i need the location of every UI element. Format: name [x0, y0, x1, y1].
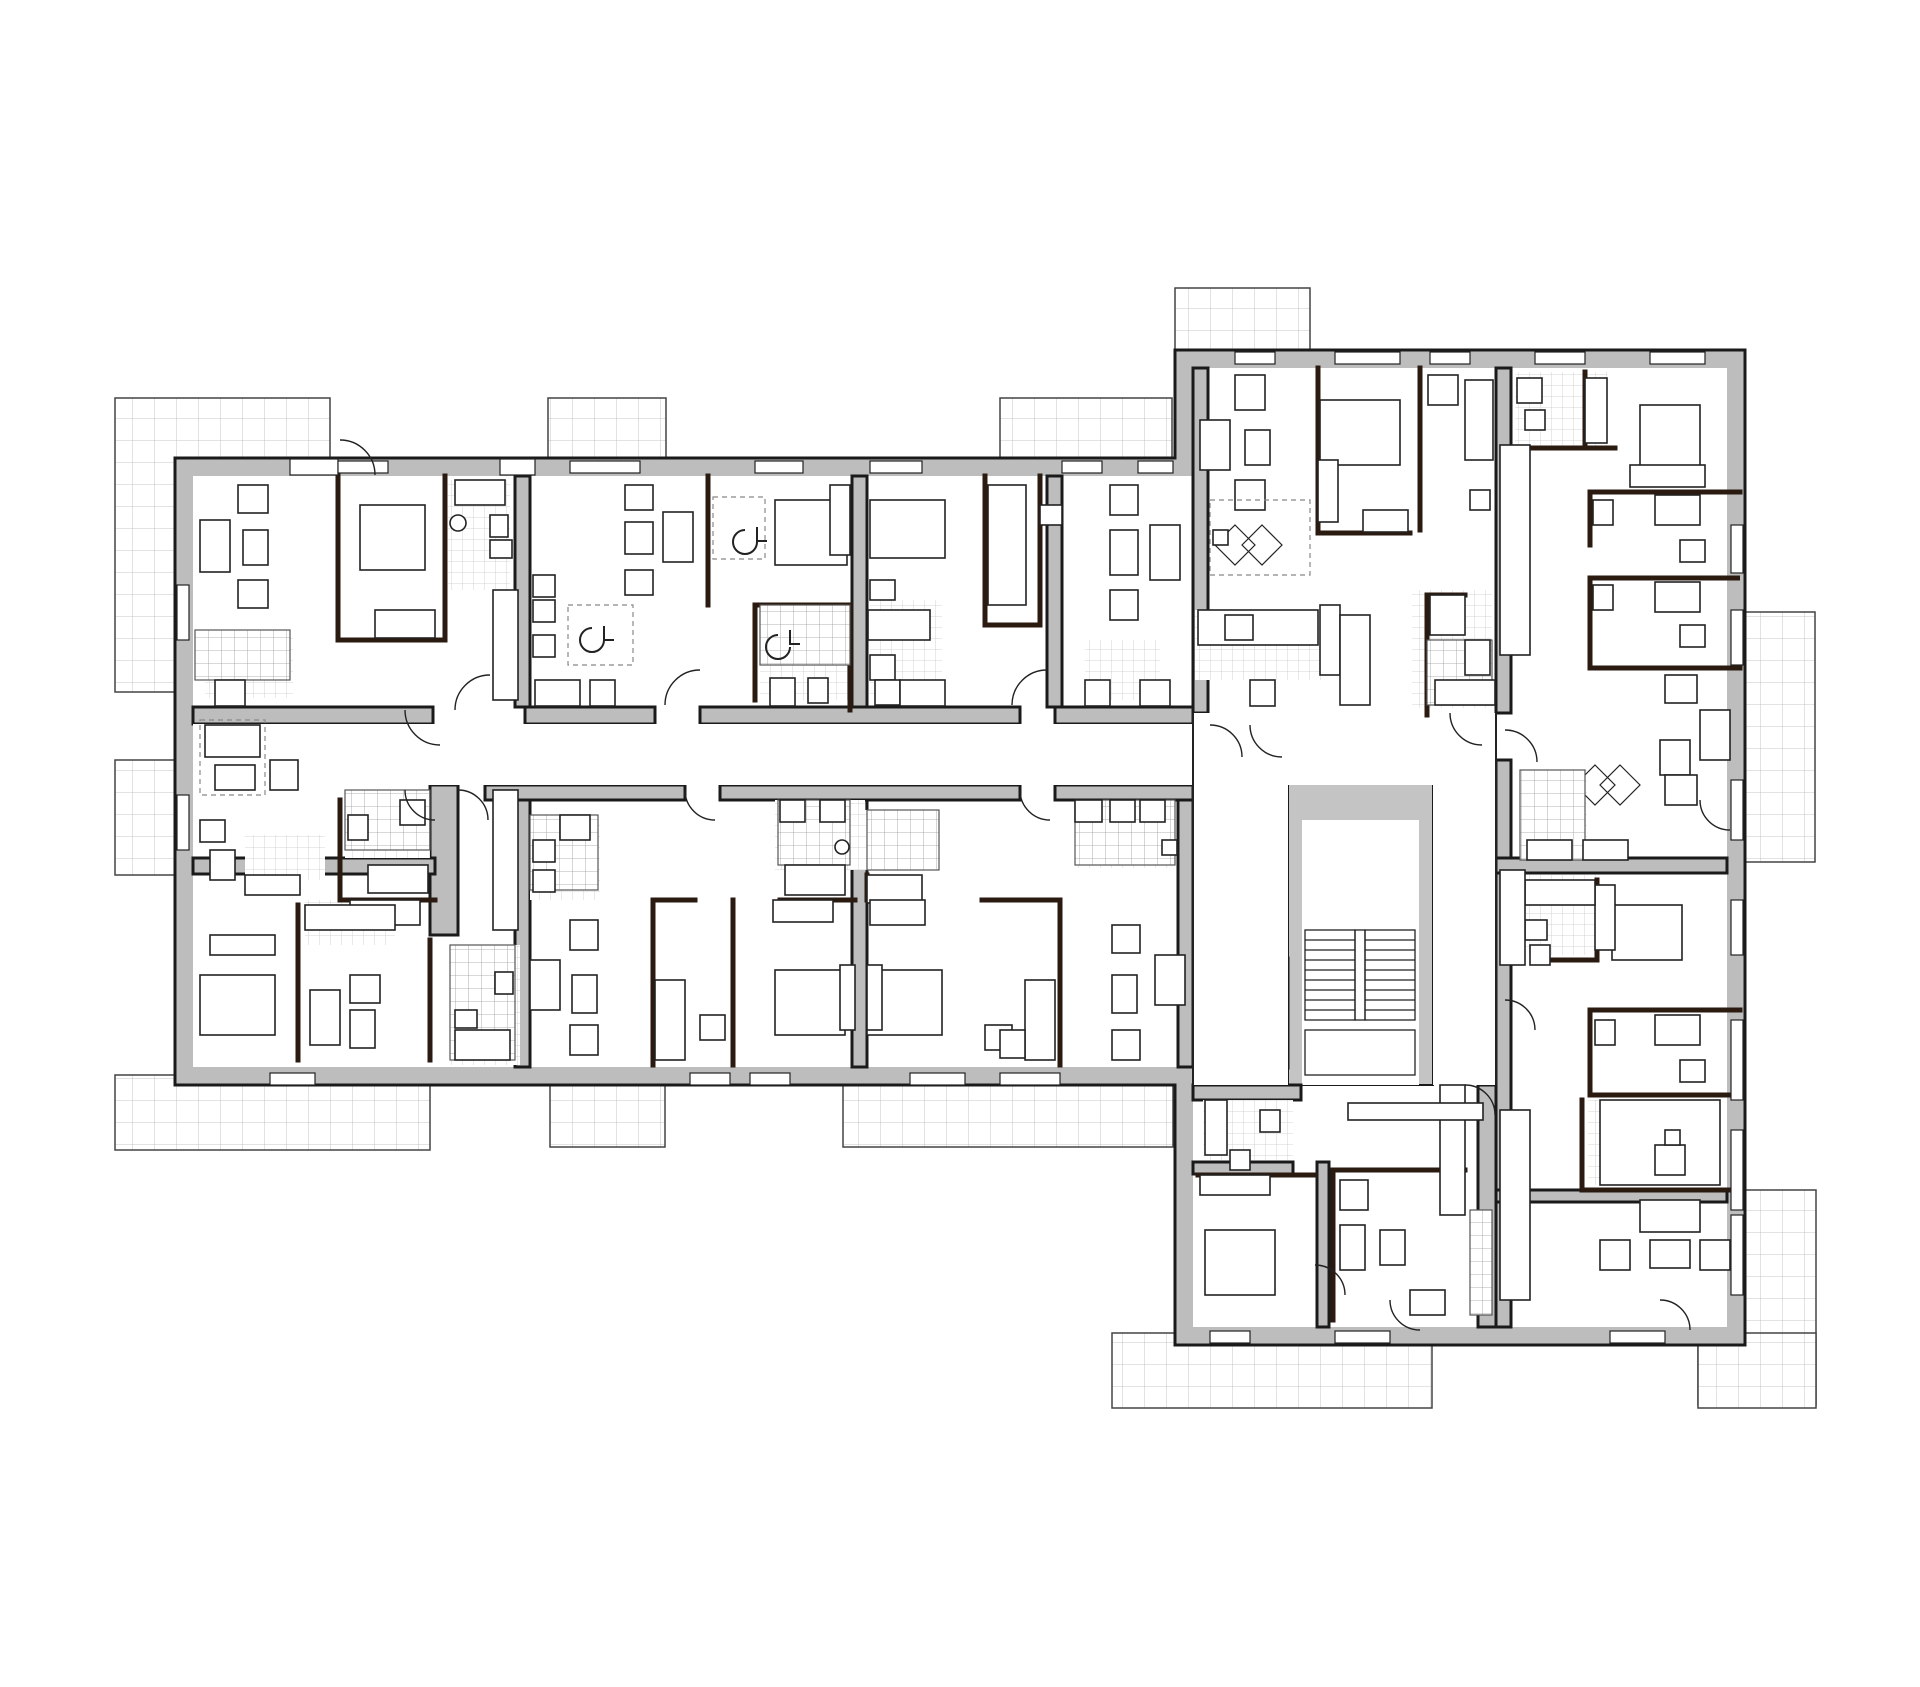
wheelchair-icon — [765, 630, 800, 660]
building-shell — [173, 348, 1747, 1347]
terrace-e1 — [1744, 611, 1816, 863]
bed-icon — [359, 504, 426, 571]
windows — [176, 351, 1744, 1344]
terrace-n2 — [999, 397, 1173, 459]
terrace-n1 — [547, 397, 667, 459]
terrace-n3 — [1174, 287, 1311, 351]
bathtub-icon — [454, 479, 506, 506]
terrace-w — [114, 759, 181, 876]
wheelchair-icon — [579, 626, 614, 653]
wheelchair-icon — [732, 527, 767, 555]
terrace-s1 — [549, 1084, 666, 1148]
sink-icon — [449, 514, 467, 532]
toilet-icon — [489, 514, 509, 538]
corridor — [193, 724, 1496, 785]
stove-icon — [214, 679, 246, 707]
sofa-icon — [199, 519, 231, 573]
terrace-s2 — [842, 1084, 1174, 1148]
furniture — [194, 374, 1731, 1316]
doors — [339, 439, 1731, 1331]
armchair-icon — [237, 484, 269, 514]
staircase — [1304, 929, 1416, 1076]
terraces — [114, 287, 1817, 1409]
